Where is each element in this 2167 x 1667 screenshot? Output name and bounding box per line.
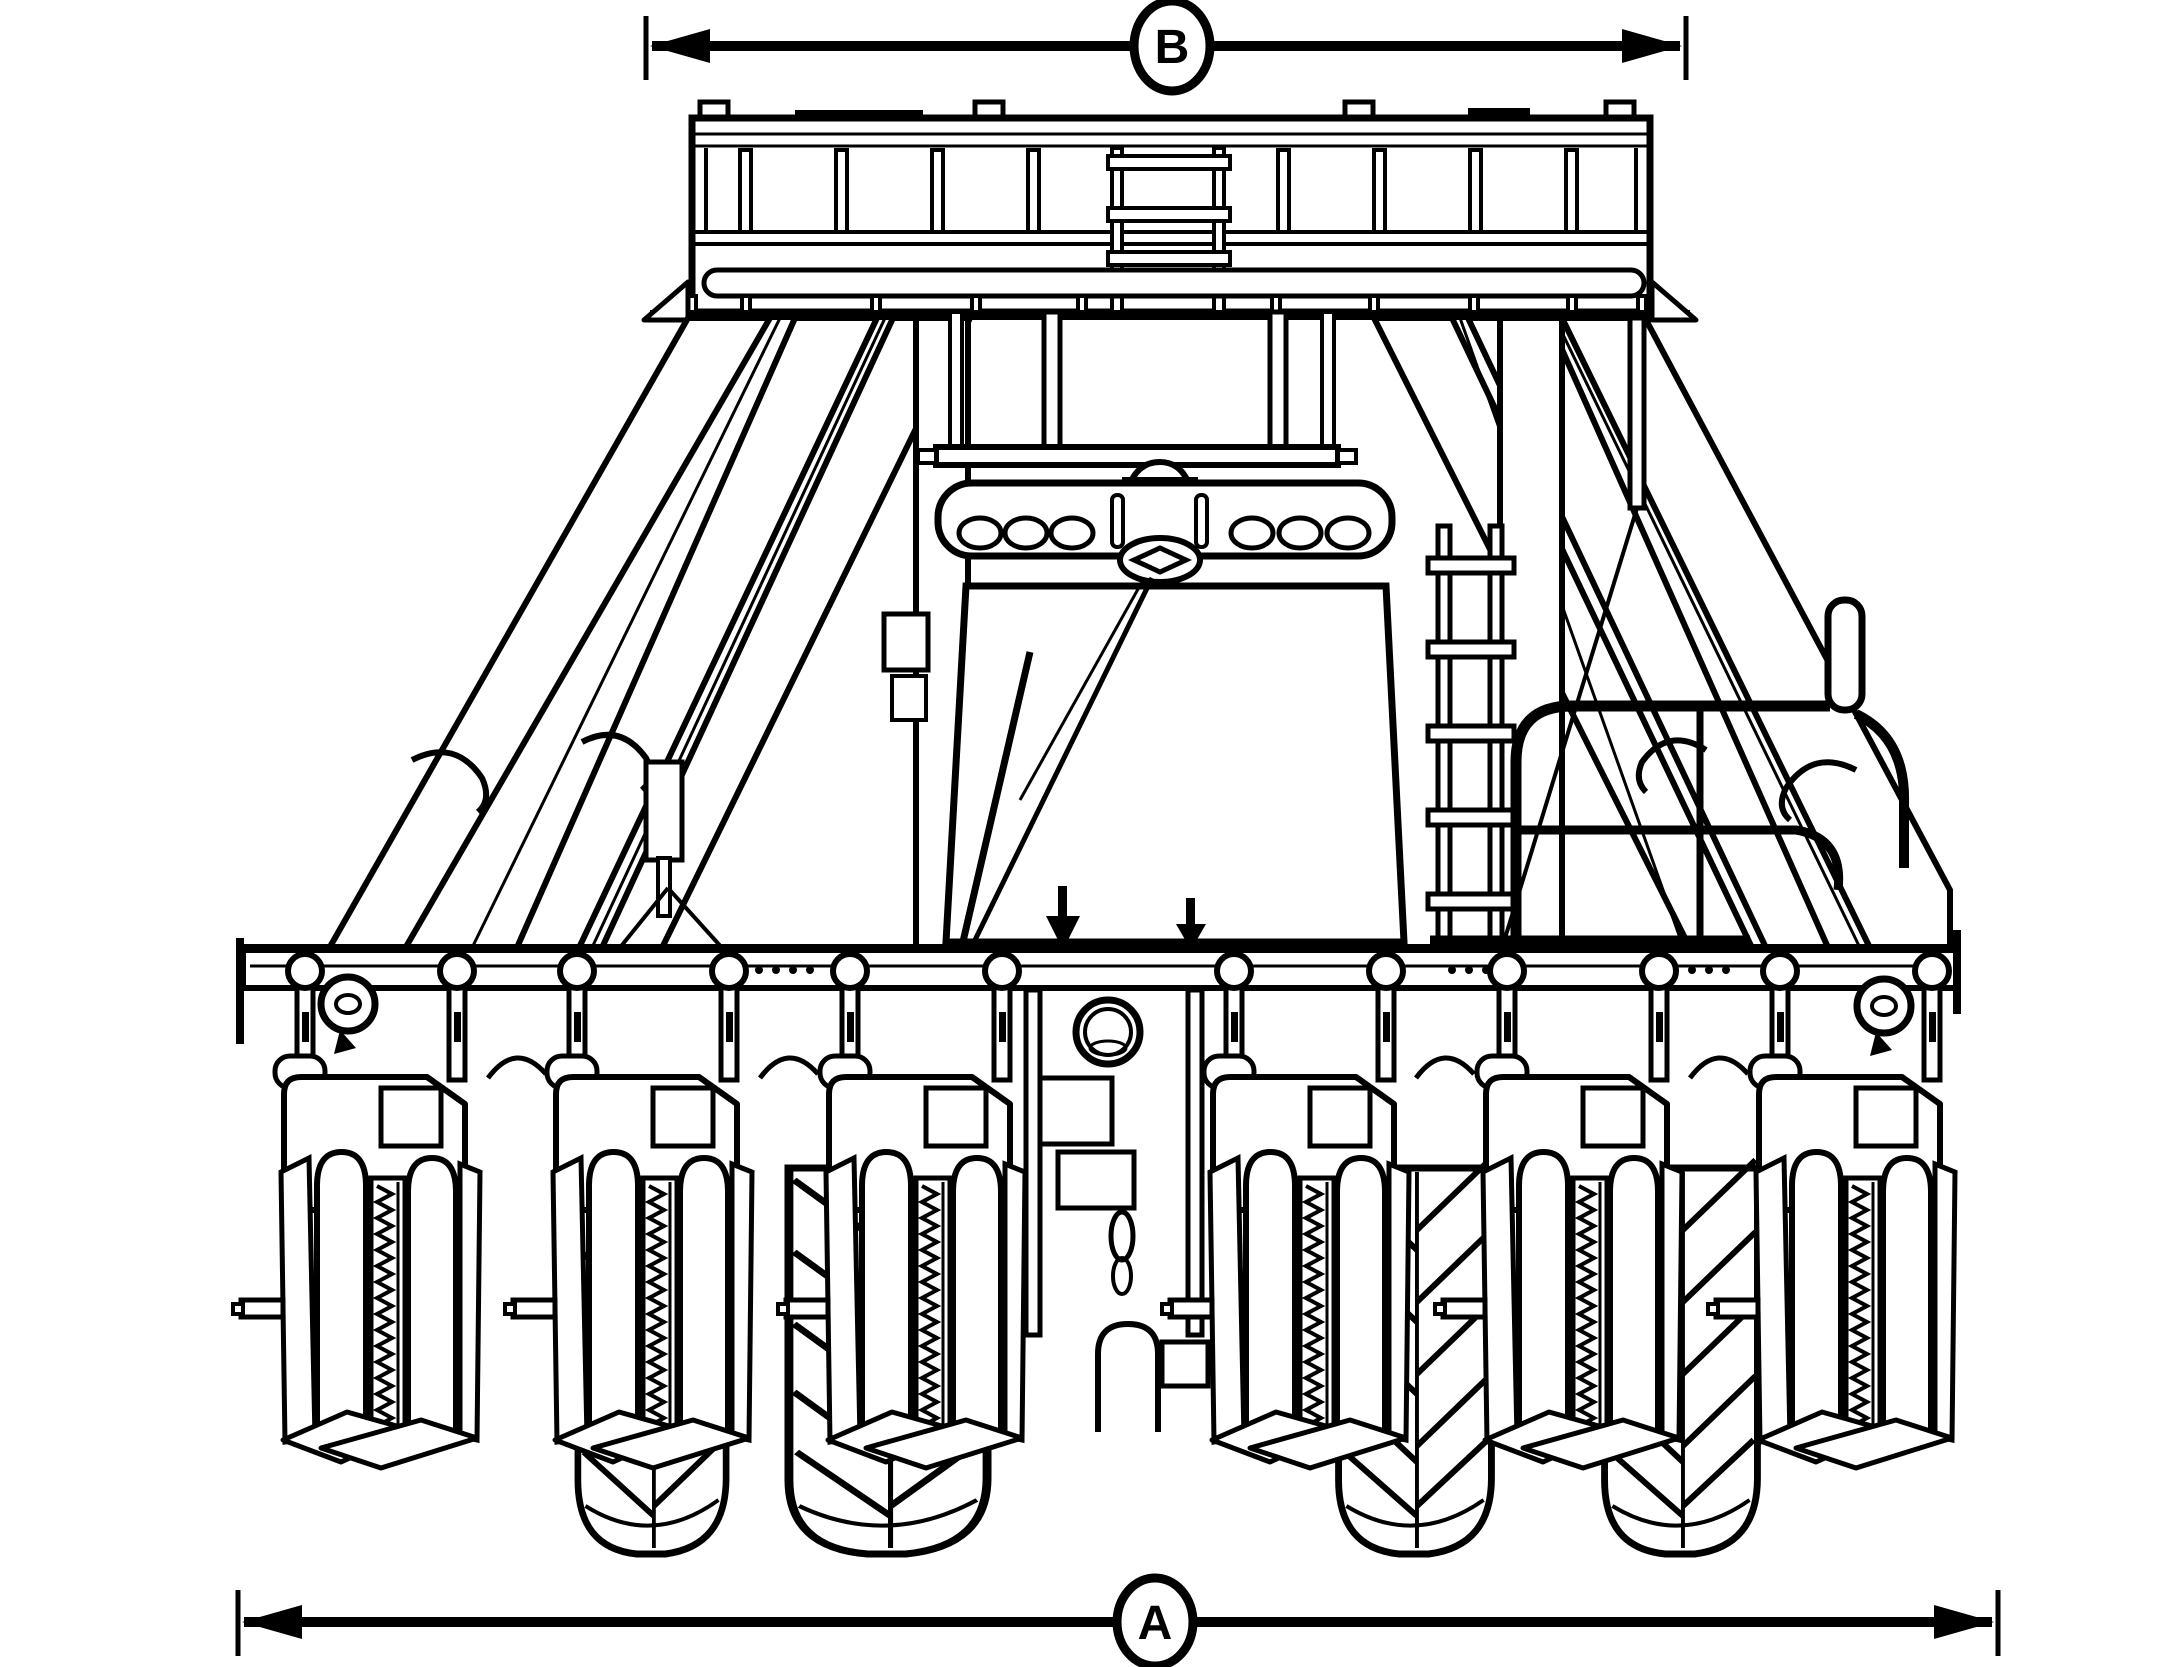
center-chassis <box>1023 987 1211 1432</box>
dim-b-left-arrowhead <box>650 29 710 63</box>
dim-a-right-arrowhead <box>1934 1605 1994 1639</box>
right-support-post <box>1627 315 1647 511</box>
basket-support-beam <box>650 310 1690 320</box>
basket-slats <box>704 148 1638 234</box>
dim-b-balloon <box>1129 0 1215 96</box>
windshield <box>942 582 1408 946</box>
dim-b-right-arrowhead <box>1622 29 1682 63</box>
center-lift-handles <box>1046 886 1206 950</box>
dim-a-balloon <box>1112 1573 1198 1667</box>
platform-railing <box>1430 596 1910 945</box>
dimension-b: B <box>643 0 1689 96</box>
light-bar <box>934 479 1396 560</box>
cab-roof <box>933 444 1341 468</box>
row-unit-2 <box>505 954 752 1468</box>
work-lights <box>956 515 1372 551</box>
gap-hardware <box>485 1055 1750 1080</box>
basket-skirt-posts <box>686 294 1648 314</box>
wiper-assembly <box>958 535 1203 947</box>
toolbar-left-end <box>236 938 244 1044</box>
dim-a-left-arrowhead <box>242 1605 302 1639</box>
right-vertical-duct <box>1497 315 1565 955</box>
basket-skirt <box>701 267 1647 299</box>
basket <box>641 99 1699 323</box>
left-hydraulic-cylinder <box>616 759 726 952</box>
dim-a-label: A <box>1138 1597 1173 1650</box>
access-ladder <box>1425 523 1517 951</box>
dim-b-label: B <box>1155 21 1190 74</box>
row-guide-gauges <box>317 973 1915 1056</box>
toolbar-right-end <box>1953 930 1961 1014</box>
cab <box>881 309 1408 947</box>
dimension-a: A <box>235 1573 2001 1667</box>
